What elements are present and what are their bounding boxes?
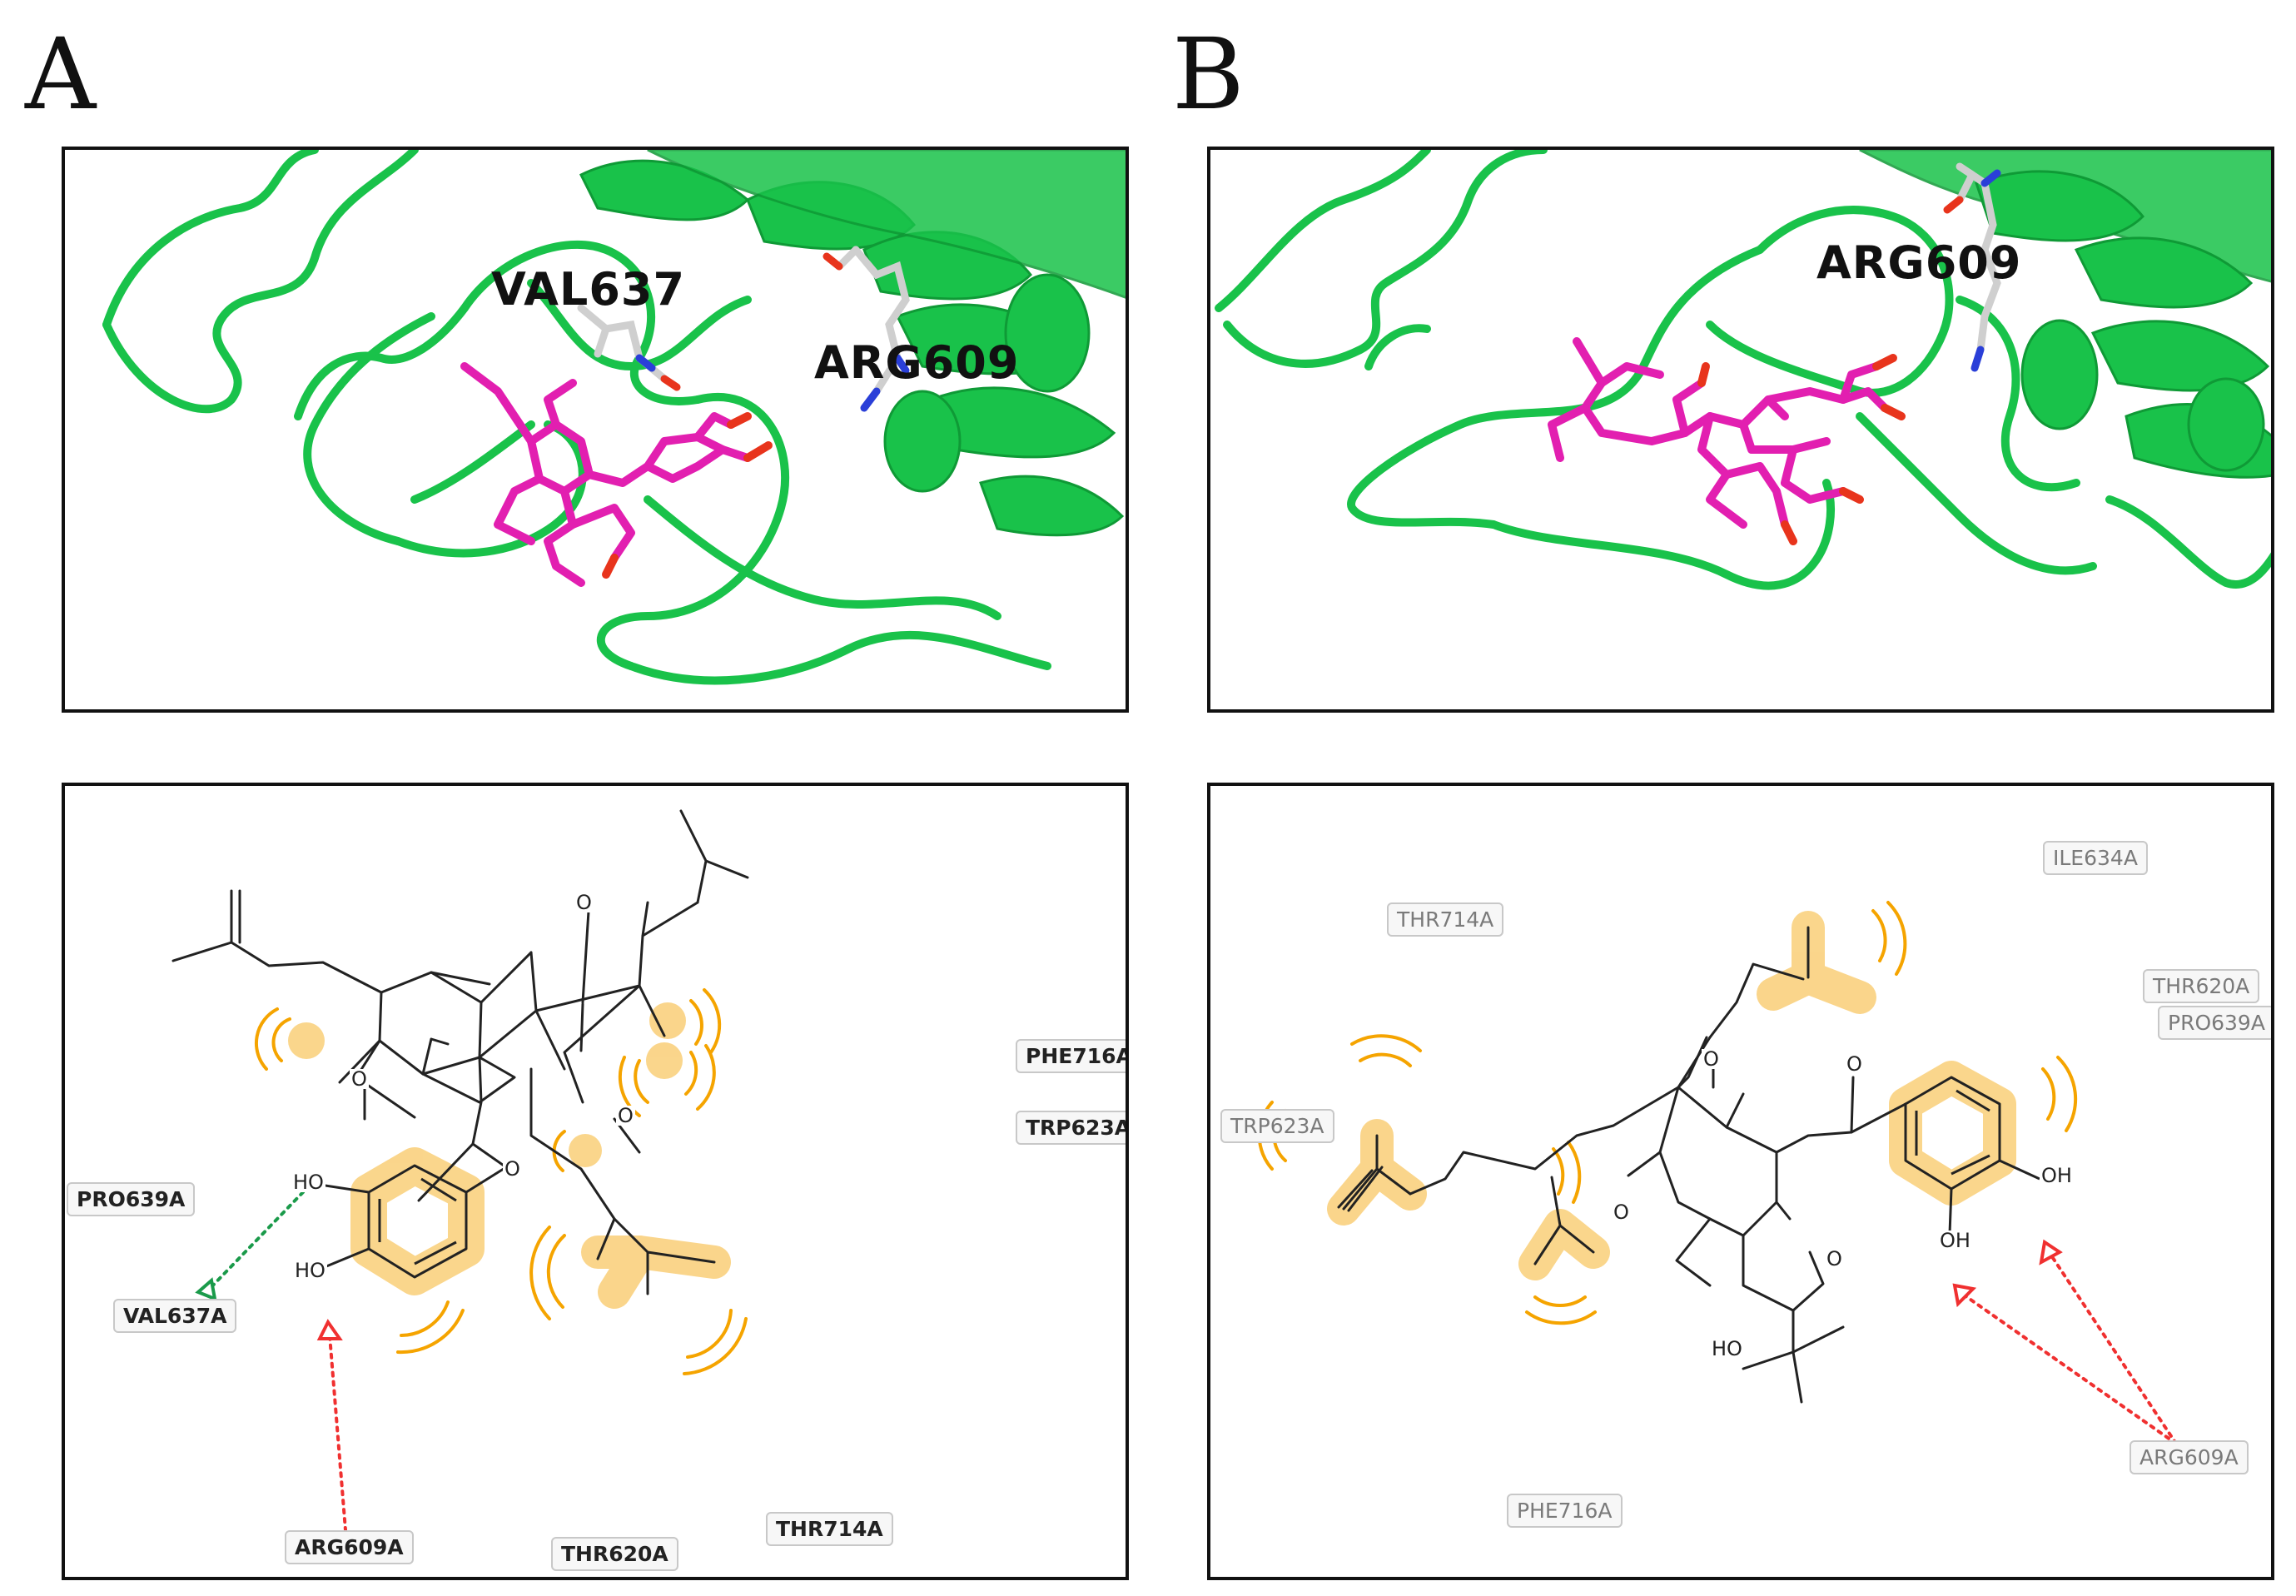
- residue-label-arg609-b: ARG609A: [2130, 1440, 2249, 1474]
- structure-label-arg609-b: ARG609: [1816, 236, 2022, 289]
- atom-label-top-oxygen-b: O: [1702, 1047, 1721, 1071]
- residue-label-arg609-a: ARG609A: [285, 1530, 414, 1564]
- residue-label-trp623-a: TRP623A: [1016, 1111, 1126, 1145]
- hydrophobic-arcs-a: [254, 988, 748, 1375]
- panel-b-2d-diagram: OH OH HO O O O O ILE634A THR714A THR620A…: [1207, 783, 2274, 1580]
- hydrophobic-arcs-b: [1257, 901, 2078, 1325]
- hydrophobic-halos-a: [288, 1002, 731, 1309]
- hbond-arrows-a: [195, 1191, 348, 1542]
- ligand-a-oxygens: [602, 412, 773, 579]
- ligand-b-oxygens: [1697, 354, 1906, 545]
- atom-label-ketone-oxygen-a: O: [574, 891, 594, 914]
- benzene-ring-a: [314, 1164, 507, 1279]
- atom-label-aroyl-oxygen-b: O: [1845, 1052, 1864, 1076]
- nitrogen-atoms-a: [635, 354, 910, 412]
- oxygen-atoms-a: [660, 252, 843, 391]
- atom-label-ho-a2: HO: [293, 1259, 327, 1282]
- residue-label-trp623-b: TRP623A: [1220, 1109, 1334, 1143]
- residue-label-thr620-b: THR620A: [2143, 969, 2260, 1003]
- residue-label-val637-a: VAL637A: [113, 1299, 237, 1333]
- ligand-b-skeleton: [1337, 926, 1907, 1404]
- atom-label-aroyl-oxygen-a: O: [503, 1157, 522, 1181]
- residue-arg609-stick-b: [1956, 162, 2001, 354]
- residue-label-pro639-a: PRO639A: [67, 1182, 196, 1216]
- nitrogen-atoms-b: [1970, 169, 2001, 372]
- hbond-arrows-b: [1952, 1239, 2178, 1445]
- ligand-a-sticks: [460, 362, 752, 587]
- protein-backbone-a: [102, 150, 1051, 685]
- panel-a-letter: A: [25, 17, 97, 132]
- residue-label-thr714-a: THR714A: [766, 1512, 893, 1546]
- protein-helices-a: [579, 150, 1126, 537]
- atom-label-ring-oxygen-b: O: [1825, 1247, 1844, 1270]
- residue-label-phe716-a: PHE716A: [1016, 1039, 1126, 1073]
- panel-b-3d-view: ARG609: [1207, 147, 2274, 713]
- residue-label-thr714-b: THR714A: [1387, 902, 1504, 937]
- oxygen-atoms-b: [1943, 196, 1964, 214]
- atom-label-ring-oxygen-a: O: [350, 1067, 369, 1091]
- ligand-a-skeleton: [171, 809, 749, 1295]
- benzene-ring-b: [1904, 1076, 2040, 1235]
- panel-a-3d-view: VAL637 ARG609: [62, 147, 1129, 713]
- atom-label-ketone-oxygen-b: O: [1612, 1201, 1631, 1224]
- atom-label-oh-b2: OH: [1938, 1229, 1972, 1252]
- panel-a-2d-diagram: HO HO O O O O PHE716A TRP623A PRO639A VA…: [62, 783, 1129, 1580]
- protein-helices-b: [1859, 150, 2271, 479]
- atom-label-ho-b: HO: [1710, 1337, 1744, 1360]
- atom-label-ho-a1: HO: [291, 1171, 326, 1194]
- hydrophobic-halos-b: [1327, 911, 2016, 1280]
- atom-label-exo-oxygen-a: O: [616, 1104, 635, 1127]
- structure-label-val637: VAL637: [491, 263, 686, 316]
- residue-label-thr620-a: THR620A: [551, 1537, 678, 1571]
- structure-label-arg609-a: ARG609: [814, 336, 1020, 389]
- residue-label-phe716-b: PHE716A: [1507, 1494, 1623, 1528]
- panel-b-letter: B: [1172, 17, 1245, 132]
- atom-label-oh-b1: OH: [2040, 1164, 2074, 1187]
- protein-backbone-b: [1215, 150, 2271, 590]
- residue-label-ile634-b: ILE634A: [2043, 841, 2148, 875]
- ligand-b-sticks: [1548, 337, 1889, 529]
- residue-label-pro639-b: PRO639A: [2158, 1006, 2271, 1040]
